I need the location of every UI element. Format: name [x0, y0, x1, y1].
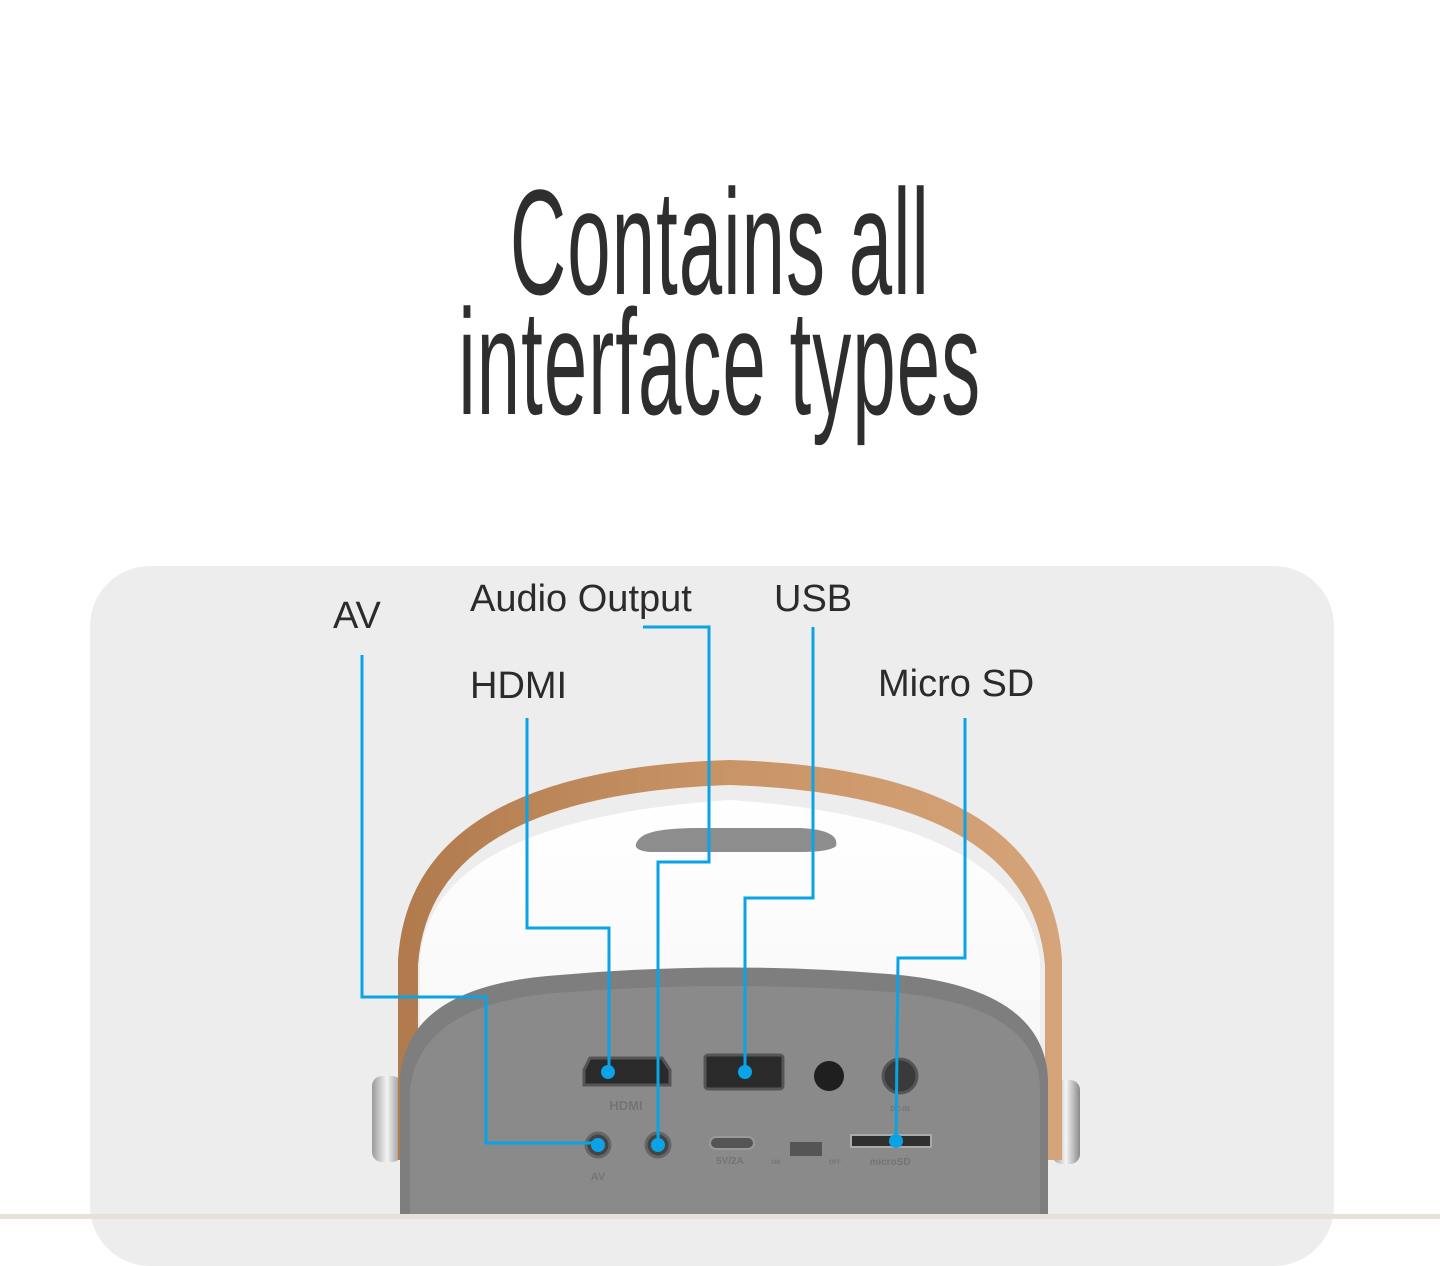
headline-line-1: Contains all	[0, 158, 1440, 326]
marking-av: AV	[591, 1171, 606, 1183]
headline-line-2: interface types	[0, 278, 1440, 446]
callout-label-av: AV	[333, 595, 381, 637]
projector-illustration: HDMI AV 5V/2A ON OFF microSD DC-IN	[360, 625, 1080, 1219]
callout-line-usb	[743, 627, 815, 1072]
marking-microsd: microSD	[869, 1157, 910, 1168]
bottom-divider	[0, 1214, 1440, 1219]
callout-dot-microsd	[889, 1134, 903, 1148]
dc-in-port	[881, 1057, 919, 1095]
callout-line-microsd	[894, 718, 967, 1142]
control-buttons	[635, 828, 837, 852]
callout-label-usb: USB	[774, 578, 853, 620]
callout-dot-hdmi	[601, 1065, 615, 1079]
marking-power: 5V/2A	[716, 1156, 744, 1167]
power-switch	[790, 1142, 822, 1156]
callout-line-audio	[643, 625, 711, 1145]
callout-line-hdmi	[525, 718, 611, 1072]
callout-dot-av	[591, 1138, 605, 1152]
headline-text-2: interface types	[458, 278, 982, 446]
callout-label-audio-output: Audio Output	[470, 578, 692, 620]
callout-dot-audio	[651, 1138, 665, 1152]
callout-label-micro-sd: Micro SD	[878, 663, 1035, 705]
callout-label-hdmi: HDMI	[470, 665, 568, 707]
marking-dc-in: DC-IN	[890, 1106, 909, 1113]
callout-line-av	[360, 655, 598, 1145]
callout-dot-usb	[738, 1065, 752, 1079]
marking-on: ON	[772, 1160, 781, 1166]
usb-c-port	[709, 1136, 755, 1150]
left-knob	[372, 1076, 402, 1162]
marking-off: OFF	[829, 1160, 841, 1166]
headline-text-1: Contains all	[509, 158, 931, 326]
marking-hdmi: HDMI	[609, 1098, 642, 1113]
audio-jack-port	[814, 1061, 844, 1091]
